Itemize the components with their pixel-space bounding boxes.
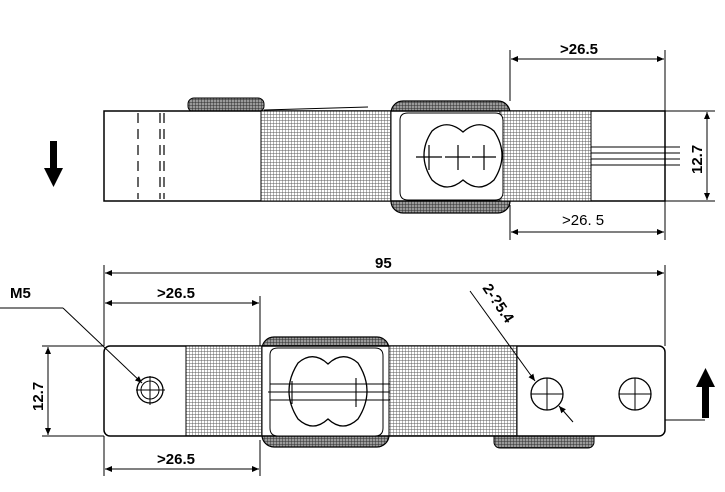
bottom-hole-2 (618, 377, 652, 411)
bottom-dim-height: 12.7 (30, 382, 47, 411)
top-view: >26.5 >26. 5 12.7 (44, 41, 715, 240)
bottom-gauge-right (388, 345, 518, 437)
bottom-hole-1 (530, 377, 564, 411)
bottom-hole-label: 2-?5.4 (479, 281, 518, 327)
top-gauge-left (260, 110, 392, 202)
bottom-double-hole (288, 356, 368, 427)
bottom-dim-left-upper: >26.5 (157, 285, 195, 302)
top-double-hole (423, 124, 503, 188)
bottom-thread-hole (136, 376, 165, 405)
top-cap-left (187, 97, 265, 113)
top-wires (591, 146, 680, 166)
top-hidden-screws (137, 113, 165, 199)
top-gauge-right (499, 110, 592, 202)
top-dim-right-upper: >26.5 (560, 41, 598, 58)
arrow-up-icon (696, 368, 715, 418)
arrow-down-icon (44, 141, 63, 187)
bottom-gauge-left (185, 345, 263, 437)
bottom-view: 95 >26.5 (0, 255, 715, 476)
top-dim-height: 12.7 (689, 145, 706, 174)
bottom-dim-overall: 95 (375, 255, 392, 272)
top-dim-right-lower: >26. 5 (562, 212, 604, 229)
bottom-thread-label: M5 (10, 285, 31, 302)
bottom-dim-left-lower: >26.5 (157, 451, 195, 468)
